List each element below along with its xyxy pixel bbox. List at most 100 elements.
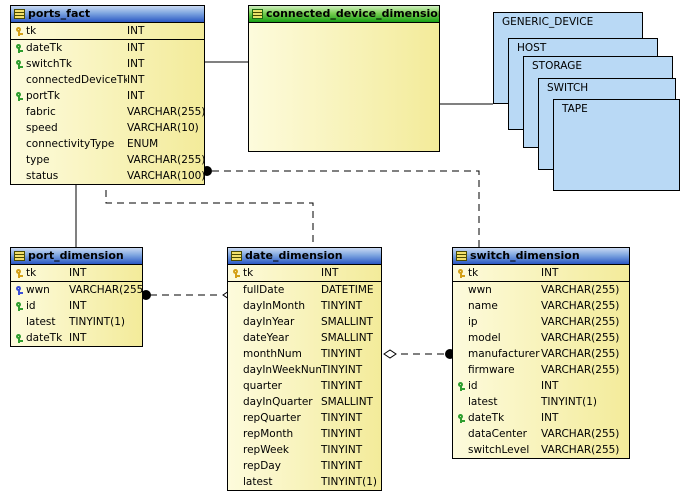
field-type: TINYINT — [321, 348, 363, 360]
field-name: repWeek — [243, 444, 289, 456]
enum-label: STORAGE — [532, 60, 582, 72]
key-cell — [230, 318, 243, 327]
field-type: INT — [127, 25, 145, 37]
field-name: dayInYear — [243, 316, 295, 328]
primary-key-icon — [232, 268, 241, 278]
enum-item-tape[interactable]: TAPE — [553, 99, 680, 191]
field-type: TINYINT — [321, 412, 363, 424]
entity-connected-device-dimension[interactable]: connected_device_dimensiontknamemanufact… — [248, 5, 440, 152]
field-row[interactable]: model — [249, 71, 439, 87]
field-type: INT — [69, 300, 87, 312]
no-key-spacer — [457, 334, 466, 343]
entity-title: ports_fact — [28, 7, 91, 20]
field-row[interactable]: type — [249, 87, 439, 103]
no-key-spacer — [457, 302, 466, 311]
field-type: TINYINT — [321, 300, 363, 312]
no-key-spacer — [232, 350, 241, 359]
no-key-spacer — [232, 478, 241, 487]
key-cell — [13, 301, 26, 311]
field-type: VARCHAR(10) — [127, 122, 199, 134]
key-cell — [230, 478, 243, 487]
field-type: INT — [321, 267, 339, 279]
field-name: fabric — [26, 106, 56, 118]
no-key-spacer — [253, 59, 262, 68]
field-name: speed — [26, 122, 58, 134]
field-row[interactable]: id — [249, 119, 439, 135]
field-row[interactable]: name — [249, 39, 439, 55]
enum-label: HOST — [517, 42, 547, 54]
field-row[interactable]: speed VARCHAR(10) — [11, 120, 204, 136]
field-name: firmware — [468, 364, 515, 376]
field-type: TINYINT(1) — [69, 316, 126, 328]
field-type: INT — [69, 332, 87, 344]
enum-label: GENERIC_DEVICE — [502, 16, 594, 28]
field-row[interactable]: firmware — [249, 103, 439, 119]
entity-header: connected_device_dimension — [249, 6, 439, 23]
field-type: INT — [69, 267, 87, 279]
field-name: tk — [26, 25, 37, 37]
field-row[interactable]: tk INT — [11, 23, 204, 40]
key-cell — [455, 366, 468, 375]
key-cell — [230, 462, 243, 471]
field-type: DATETIME — [321, 284, 374, 296]
field-type: TINYINT — [321, 364, 363, 376]
no-key-spacer — [232, 462, 241, 471]
table-icon — [252, 9, 263, 19]
no-key-spacer — [232, 446, 241, 455]
no-key-spacer — [232, 430, 241, 439]
field-row[interactable]: latest — [249, 135, 439, 151]
field-type: TINYINT(1) — [321, 476, 378, 488]
field-row[interactable]: manufacturer — [249, 55, 439, 71]
field-row[interactable]: tk — [249, 23, 439, 39]
field-name: dateTk — [468, 412, 505, 424]
field-type: VARCHAR(255) — [541, 316, 620, 328]
field-name: wwn — [26, 284, 50, 296]
field-name: id — [468, 380, 478, 392]
field-type: TINYINT — [321, 428, 363, 440]
table-icon — [14, 9, 25, 19]
